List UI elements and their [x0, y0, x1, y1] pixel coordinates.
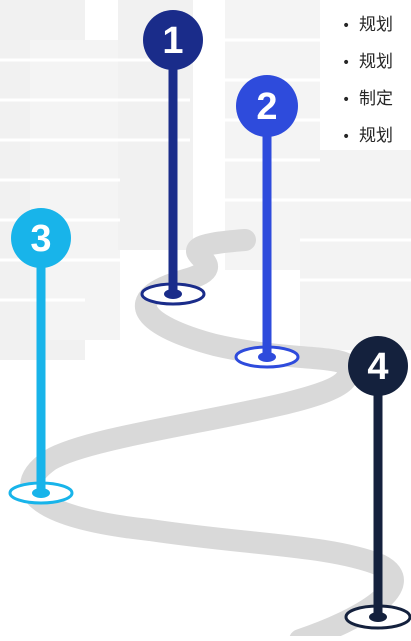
- winding-road: [20, 229, 404, 641]
- pin-number-label: 3: [30, 218, 51, 260]
- pin-4-marker: 4: [344, 336, 411, 630]
- background-buildings: [0, 0, 411, 360]
- bullet-item: • 规划: [342, 12, 393, 49]
- bullet-item: • 规划: [342, 123, 393, 160]
- bullet-item: • 规划: [342, 49, 393, 86]
- bullet-item: • 制定: [342, 86, 393, 123]
- pin-3-marker: 3: [8, 208, 74, 505]
- bullet-list: • 规划 • 规划 • 制定 • 规划: [342, 12, 393, 160]
- bullet-text: 规划: [359, 52, 393, 72]
- pin-head: [236, 75, 298, 137]
- pin-1-marker: 1: [140, 10, 206, 306]
- bullet-text: 规划: [359, 126, 393, 146]
- pin-number-label: 2: [256, 86, 277, 128]
- bullet-text: 规划: [359, 15, 393, 35]
- pin-head: [348, 336, 408, 396]
- bullet-dot-icon: •: [342, 92, 351, 108]
- pin-head: [11, 208, 71, 268]
- pin-number-label: 4: [367, 346, 388, 388]
- bullet-text: 制定: [359, 89, 393, 109]
- bullet-dot-icon: •: [342, 55, 351, 71]
- pin-2-marker: 2: [234, 75, 300, 369]
- bullet-dot-icon: •: [342, 129, 351, 145]
- bullet-dot-icon: •: [342, 18, 351, 34]
- pin-head: [143, 10, 203, 70]
- pin-number-label: 1: [162, 20, 183, 62]
